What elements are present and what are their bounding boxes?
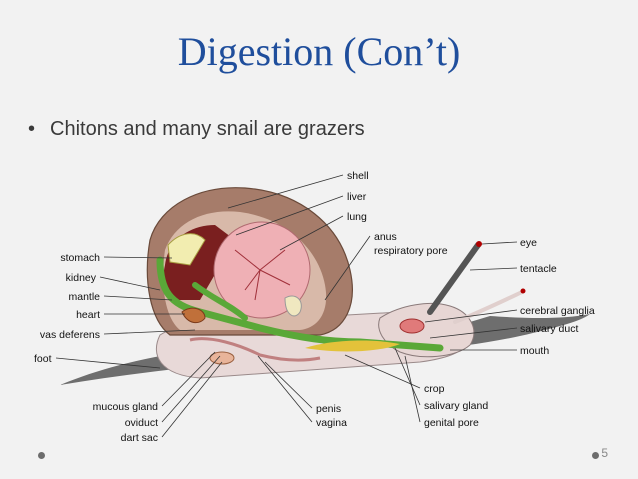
label-vas-deferens: vas deferens [40,329,100,341]
label-tentacle: tentacle [520,263,557,275]
lung-vessels [234,249,291,301]
label-cerebral-ganglia: cerebral ganglia [520,305,595,317]
label-shell: shell [347,170,369,182]
stomach [167,233,206,266]
reproductive-organs [189,337,321,362]
label-salivary-duct: salivary duct [520,323,578,335]
label-mucous-gland: mucous gland [93,401,159,413]
kidney-organ [284,295,302,317]
label-kidney: kidney [66,272,97,284]
label-vagina: vagina [316,417,347,429]
page-number: 5 [601,446,608,460]
footer-dot-left [38,452,45,459]
bullet-item: • Chitons and many snail are grazers [28,118,365,141]
footer-dot-right [592,452,599,459]
tentacle-lower [453,290,524,324]
slide-title: Digestion (Con’t) [177,29,461,74]
label-liver: liver [347,191,367,203]
label-anus: anus [374,231,397,243]
label-salivary-gland: salivary gland [424,400,488,412]
label-foot: foot [34,353,52,365]
tentacle-tip [520,288,526,294]
label-respiratory-pore: respiratory pore [374,245,448,257]
label-oviduct: oviduct [125,417,158,429]
tentacle-upper [427,242,481,315]
heart-organ [181,307,206,324]
intestine [192,282,248,321]
label-eye: eye [520,237,537,249]
leader-lines [55,174,518,438]
lung [213,221,311,319]
label-mantle: mantle [68,291,100,303]
bullet-marker: • [28,118,36,140]
label-heart: heart [76,309,100,321]
label-mouth: mouth [520,345,549,357]
label-penis: penis [316,403,341,415]
cerebral-ganglia-organ [399,318,425,334]
label-genital-pore: genital pore [424,417,479,429]
bullet-text: Chitons and many snail are grazers [50,118,365,140]
label-lung: lung [347,211,367,223]
eye-dot [476,241,482,247]
label-crop: crop [424,383,445,395]
label-dart-sac: dart sac [121,432,158,444]
label-stomach: stomach [60,252,100,264]
salivary-gland-organ [305,340,400,352]
